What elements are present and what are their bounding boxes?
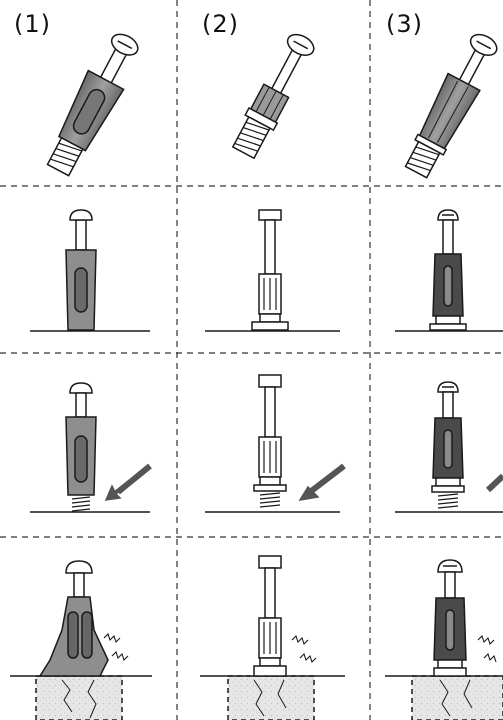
concrete-block-1 xyxy=(36,676,122,720)
row-3-loaded xyxy=(30,375,503,512)
anchor-2-embedded xyxy=(254,556,286,676)
vibration-icon-3 xyxy=(478,636,496,662)
arrow-icon-3 xyxy=(488,476,503,490)
row-4-embedded xyxy=(10,556,503,720)
concrete-block-2 xyxy=(228,676,314,720)
anchor-1-perspective xyxy=(40,27,146,179)
anchor-2-perspective xyxy=(229,29,319,160)
row-1-perspective xyxy=(40,27,503,180)
anchor-3-installed xyxy=(430,210,466,330)
anchor-1-loaded xyxy=(66,383,96,511)
concrete-block-3 xyxy=(412,676,503,720)
anchor-2-loaded xyxy=(254,375,286,507)
vibration-icon xyxy=(104,634,128,660)
vibration-icon-2 xyxy=(292,636,316,662)
anchor-3-loaded xyxy=(432,382,464,508)
anchor-3-perspective xyxy=(400,28,503,180)
row-2-installed xyxy=(30,210,503,331)
arrow-icon-2 xyxy=(310,466,344,492)
anchor-1-embedded xyxy=(40,561,108,676)
anchor-3-embedded xyxy=(434,560,466,676)
anchor-2-installed xyxy=(252,210,288,330)
anchor-1-installed xyxy=(66,210,96,330)
